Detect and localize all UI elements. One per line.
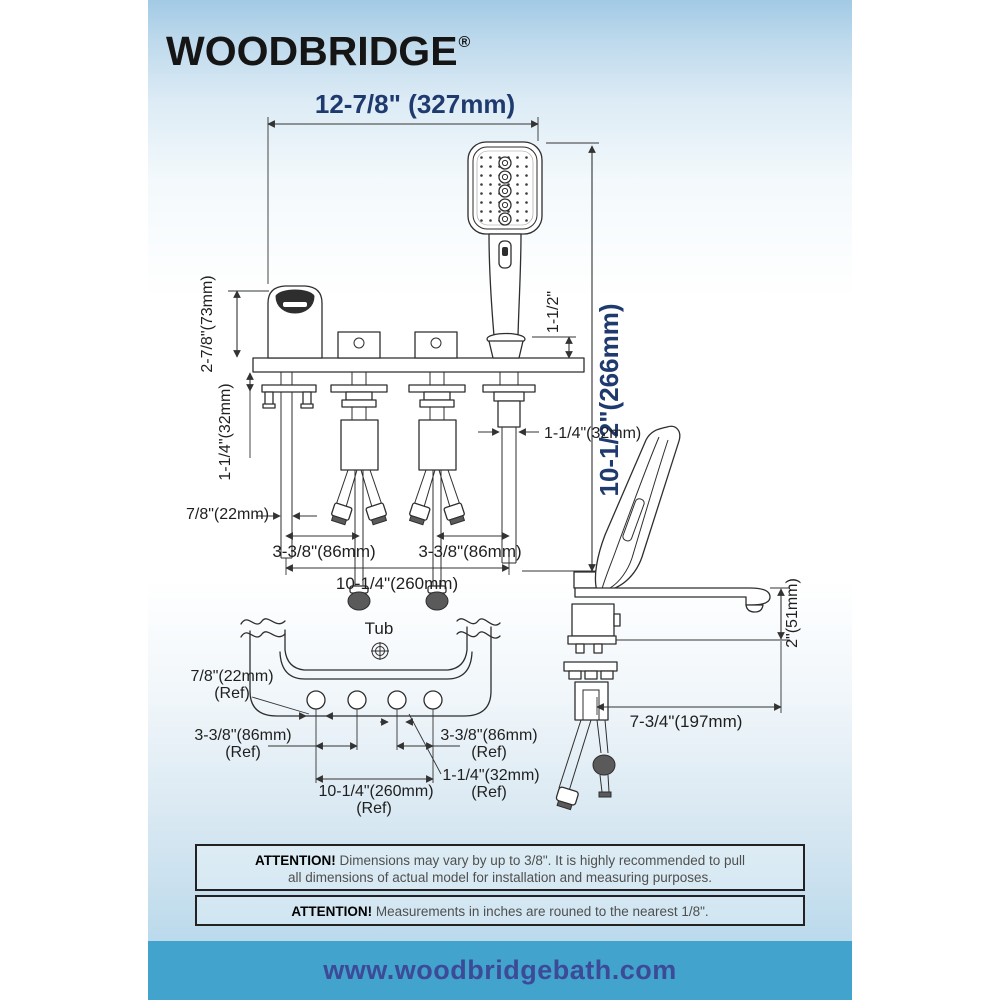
- footer-website-url: www.woodbridgebath.com: [323, 955, 677, 985]
- brand-name: WOODBRIDGE: [166, 28, 458, 74]
- side-under-deck: [555, 603, 621, 811]
- attention-2-text: Measurements in inches are rouned to the…: [375, 904, 709, 919]
- dim-depth-label: 7-3/4"(197mm): [630, 712, 743, 731]
- attention-2-title: ATTENTION!: [291, 904, 373, 919]
- valve-assembly-left: [330, 372, 388, 611]
- dim-hole-small-ref: (Ref): [214, 685, 250, 702]
- dim-spout-height-label: 2-7/8"(73mm): [199, 275, 216, 372]
- tub-spout-front: [267, 285, 323, 359]
- dim-total-spacing-label: 10-1/4"(260mm): [336, 574, 458, 593]
- dim-hole-large-ref: (Ref): [471, 784, 507, 801]
- dim-tub-total-spacing-label: 10-1/4"(260mm): [318, 783, 433, 800]
- dim-tub-spacing-left-ref: (Ref): [225, 744, 261, 761]
- valve-handle-base-right: [414, 331, 458, 359]
- hand-shower: [467, 141, 543, 359]
- brand-logo: WOODBRIDGE®: [166, 28, 471, 75]
- front-view-drawing: 12-7/8" (327mm) 10-1/2"(266mm) 2-7/8"(73…: [186, 89, 641, 611]
- dim-holder-shank-label: 1-1/4"(32mm): [544, 425, 641, 442]
- holder-shank: [482, 372, 536, 564]
- hand-shower-holder: [488, 340, 524, 359]
- dim-tub-spacing-right-ref: (Ref): [471, 744, 507, 761]
- deck-side: [574, 587, 771, 613]
- spout-tailpiece: [261, 372, 317, 559]
- dim-spout-shank-label: 7/8"(22mm): [186, 506, 269, 523]
- registered-trademark-symbol: ®: [458, 34, 471, 51]
- spray-nozzles: [498, 156, 512, 226]
- attention-box-1-line-1: ATTENTION! Dimensions may vary by up to …: [197, 852, 803, 869]
- dim-spout-drop-label: 2"(51mm): [784, 578, 801, 648]
- dim-mount-gap-label: 1-1/4"(32mm): [217, 383, 234, 480]
- attention-1-text-1: Dimensions may vary by up to 3/8". It is…: [339, 853, 745, 868]
- spout-outlet: [745, 604, 764, 613]
- front-view-dimensions: 12-7/8" (327mm) 10-1/2"(266mm) 2-7/8"(73…: [186, 89, 641, 593]
- attention-1-title: ATTENTION!: [255, 853, 336, 868]
- side-view-dimensions: 2"(51mm) 7-3/4"(197mm): [596, 578, 801, 731]
- dim-overall-width-label: 12-7/8" (327mm): [315, 89, 515, 119]
- valve-assembly-right: [408, 372, 466, 611]
- tub-view-dimensions: 7/8"(22mm) (Ref) 3-3/8"(86mm) (Ref) 3-3/…: [190, 668, 539, 817]
- tub-cross-section: [240, 618, 501, 717]
- dim-tub-spacing-right-label: 3-3/8"(86mm): [440, 727, 537, 744]
- side-view-drawing: 2"(51mm) 7-3/4"(197mm): [555, 425, 801, 811]
- dim-tub-spacing-left-label: 3-3/8"(86mm): [194, 727, 291, 744]
- dim-hole-small-label: 7/8"(22mm): [190, 668, 273, 685]
- valve-handle-base-left: [337, 331, 381, 359]
- dim-overall-height-label: 10-1/2"(266mm): [594, 304, 624, 497]
- footer-bar: www.woodbridgebath.com: [148, 941, 852, 1000]
- dim-holder-gap-label: 1-1/2": [545, 291, 562, 333]
- dim-hole-large-label: 1-1/4"(32mm): [442, 767, 539, 784]
- tub-label: Tub: [365, 619, 394, 638]
- dim-spacing-left-label: 3-3/8"(86mm): [272, 542, 375, 561]
- tub-section-view: Tub 7/8"(22mm) (Ref): [190, 618, 540, 817]
- mounting-deck: [252, 357, 585, 373]
- drain-symbol: [371, 642, 389, 660]
- attention-box-2: ATTENTION! Measurements in inches are ro…: [195, 895, 805, 926]
- dim-tub-total-spacing-ref: (Ref): [356, 800, 392, 817]
- dim-spacing-right-label: 3-3/8"(86mm): [418, 542, 521, 561]
- attention-box-1-line-2: all dimensions of actual model for insta…: [288, 870, 712, 885]
- attention-box-1: ATTENTION! Dimensions may vary by up to …: [195, 844, 805, 891]
